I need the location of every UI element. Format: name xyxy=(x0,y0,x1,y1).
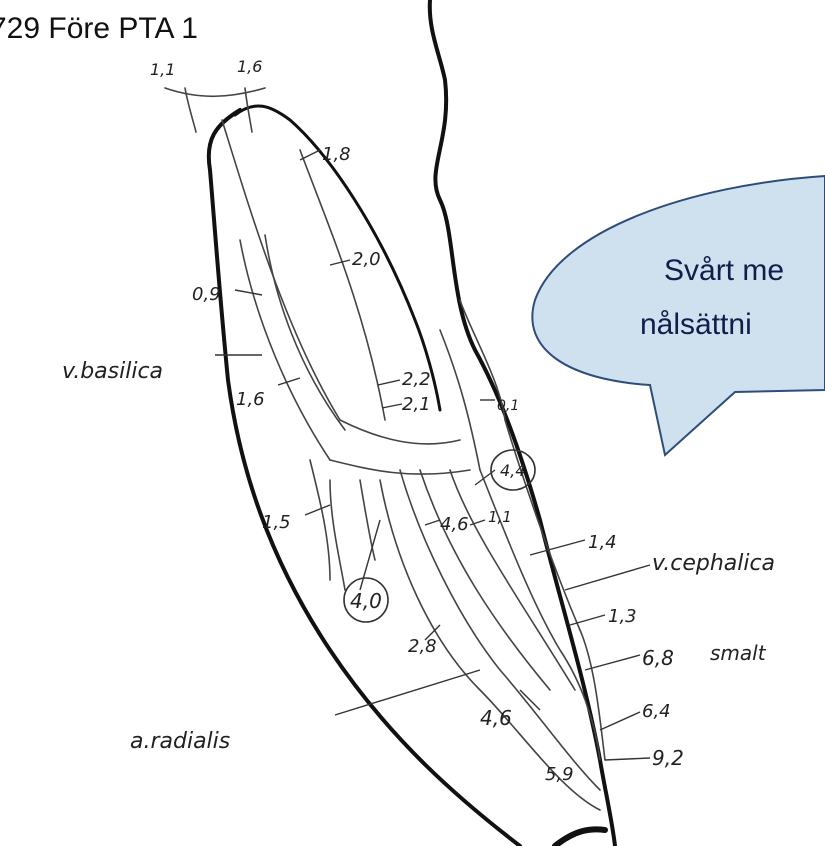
measure-2-8: 2,8 xyxy=(408,636,437,657)
callout-line-2: nålsättni xyxy=(640,308,752,341)
measure-1-8: 1,8 xyxy=(322,144,351,165)
measure-4-0: 4,0 xyxy=(350,589,382,613)
label-a-radialis: a.radialis xyxy=(130,729,230,754)
measure-2-0: 2,0 xyxy=(352,249,381,270)
measure-4-4: 4,4 xyxy=(500,461,525,480)
measure-2-1: 2,1 xyxy=(402,394,431,415)
measure-9-2: 9,2 xyxy=(652,746,684,770)
measure-5-9: 5,9 xyxy=(545,764,574,785)
measure-1-6-top: 1,6 xyxy=(237,57,262,76)
measure-6-4: 6,4 xyxy=(642,701,671,722)
measure-1-3: 1,3 xyxy=(608,606,637,627)
callout-bubble: Svårt me nålsättni xyxy=(532,176,825,455)
measurement-labels: 1,1 1,6 1,8 2,0 0,9 2,2 1,6 2,1 0,1 4,4 … xyxy=(150,57,684,785)
vessel-lines xyxy=(165,88,605,810)
label-smalt: smalt xyxy=(710,641,767,665)
measure-4-6-upper: 4,6 xyxy=(440,514,469,535)
measure-0-1: 0,1 xyxy=(497,398,519,414)
leader-lines xyxy=(215,150,650,760)
label-v-cephalica: v.cephalica xyxy=(652,551,775,576)
measure-1-1-b: 1,1 xyxy=(488,508,512,526)
measure-1-4: 1,4 xyxy=(588,532,617,553)
arm-outline xyxy=(209,0,615,846)
measure-1-5: 1,5 xyxy=(262,512,291,533)
measure-1-6: 1,6 xyxy=(236,389,265,410)
measure-6-8: 6,8 xyxy=(642,646,674,670)
measure-2-2: 2,2 xyxy=(402,369,431,390)
measure-1-1: 1,1 xyxy=(150,60,175,79)
measure-0-9: 0,9 xyxy=(192,284,221,305)
callout-line-1: Svårt me xyxy=(664,254,784,287)
label-v-basilica: v.basilica xyxy=(62,359,163,384)
measure-4-6-lower: 4,6 xyxy=(480,706,512,730)
